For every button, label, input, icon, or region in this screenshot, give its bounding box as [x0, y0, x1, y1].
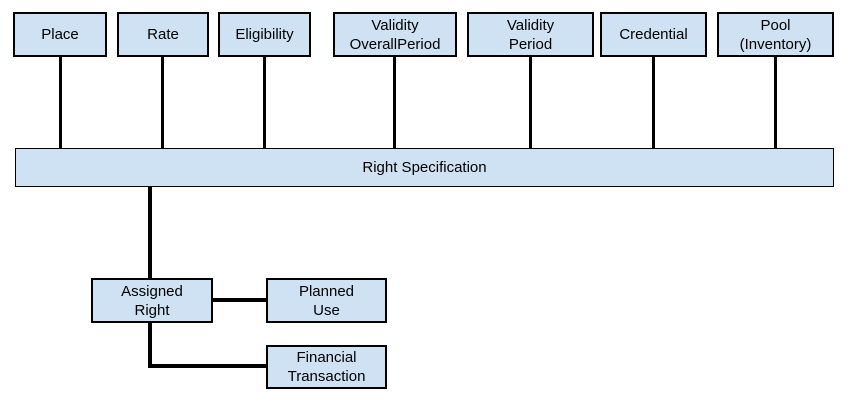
box-financial-transaction: Financial Transaction — [266, 345, 387, 389]
box-eligibility-label: Eligibility — [235, 26, 294, 43]
box-pool-inventory: Pool (Inventory) — [717, 12, 834, 57]
box-planned-use-label: Planned Use — [298, 282, 355, 319]
connector-credential-to-spec — [652, 55, 655, 149]
box-assigned-right: Assigned Right — [91, 278, 213, 323]
connector-rate-to-spec — [161, 55, 164, 149]
box-financial-transaction-label: Financial Transaction — [287, 349, 366, 385]
connector-spec-to-assigned-right — [148, 185, 152, 280]
box-credential-label: Credential — [619, 26, 688, 43]
connector-assigned-right-to-financial-horizontal — [148, 364, 266, 368]
box-rate-label: Rate — [147, 26, 179, 43]
box-right-specification-label: Right Specification — [362, 159, 487, 176]
box-validity-period-label: Validity Period — [506, 16, 555, 53]
connector-validity-overallperiod-to-spec — [393, 55, 396, 149]
box-pool-inventory-label: Pool (Inventory) — [739, 16, 812, 53]
box-validity-period: Validity Period — [467, 12, 594, 57]
box-place-label: Place — [41, 26, 79, 43]
box-validity-overallperiod: Validity OverallPeriod — [333, 12, 457, 57]
connector-assigned-right-to-planned-use — [212, 298, 266, 302]
box-assigned-right-label: Assigned Right — [121, 282, 183, 319]
connector-pool-to-spec — [774, 55, 777, 149]
box-validity-overallperiod-label: Validity OverallPeriod — [349, 16, 441, 53]
box-credential: Credential — [600, 12, 707, 57]
box-place: Place — [13, 12, 107, 57]
box-rate: Rate — [117, 12, 209, 57]
connector-eligibility-to-spec — [263, 55, 266, 149]
box-planned-use: Planned Use — [266, 278, 387, 323]
connector-place-to-spec — [59, 55, 62, 149]
connector-assigned-right-to-financial-vertical — [148, 322, 152, 368]
connector-validity-period-to-spec — [529, 55, 532, 149]
box-eligibility: Eligibility — [218, 12, 311, 57]
box-right-specification: Right Specification — [15, 148, 834, 187]
